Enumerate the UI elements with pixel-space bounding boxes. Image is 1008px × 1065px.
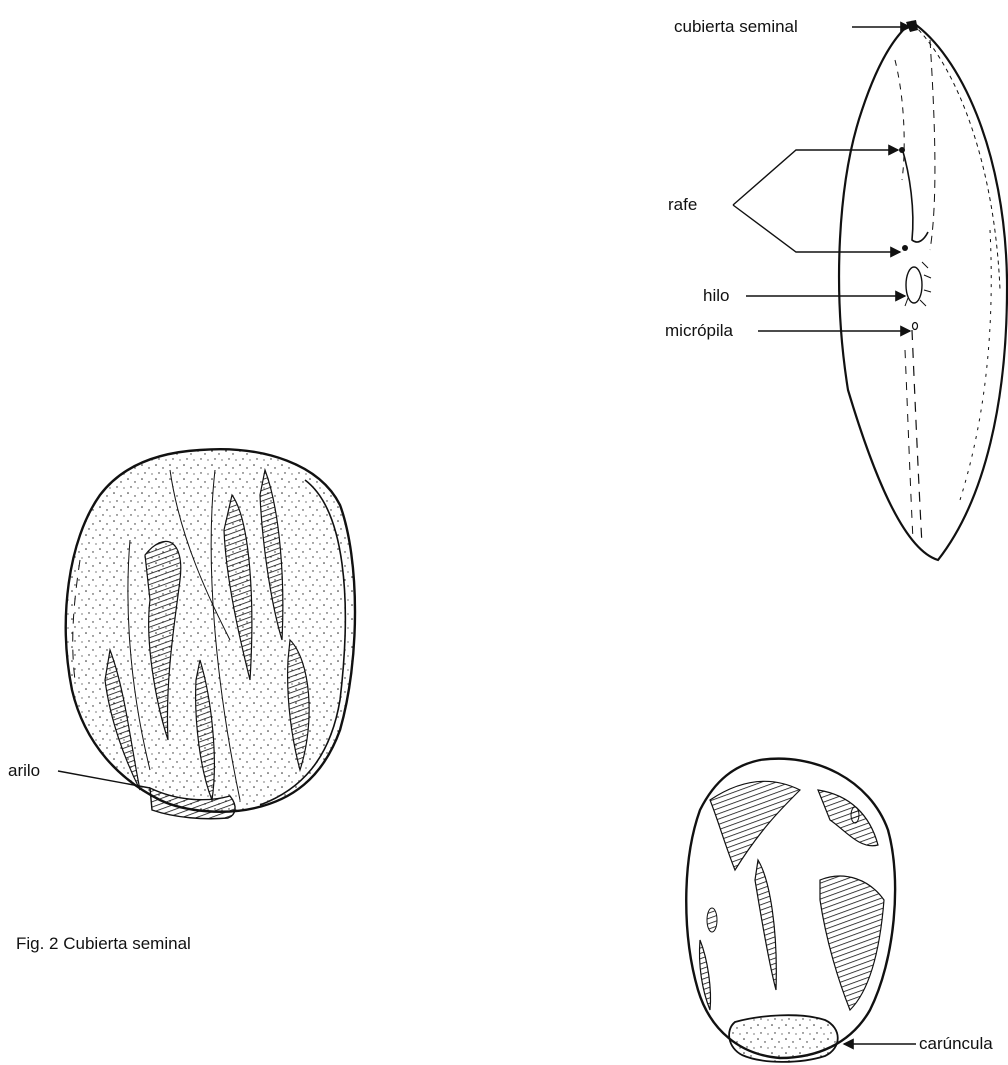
label-arilo: arilo	[8, 762, 40, 779]
aril-seed-drawing	[66, 449, 355, 818]
figure-caption: Fig. 2 Cubierta seminal	[16, 934, 191, 954]
label-caruncula: carúncula	[919, 1035, 993, 1052]
caruncle-seed-drawing	[686, 759, 895, 1062]
label-rafe: rafe	[668, 196, 697, 213]
label-micropila: micrópila	[665, 322, 733, 339]
elongated-seed-drawing	[839, 20, 1007, 560]
label-cubierta-seminal: cubierta seminal	[674, 18, 798, 35]
label-hilo: hilo	[703, 287, 729, 304]
